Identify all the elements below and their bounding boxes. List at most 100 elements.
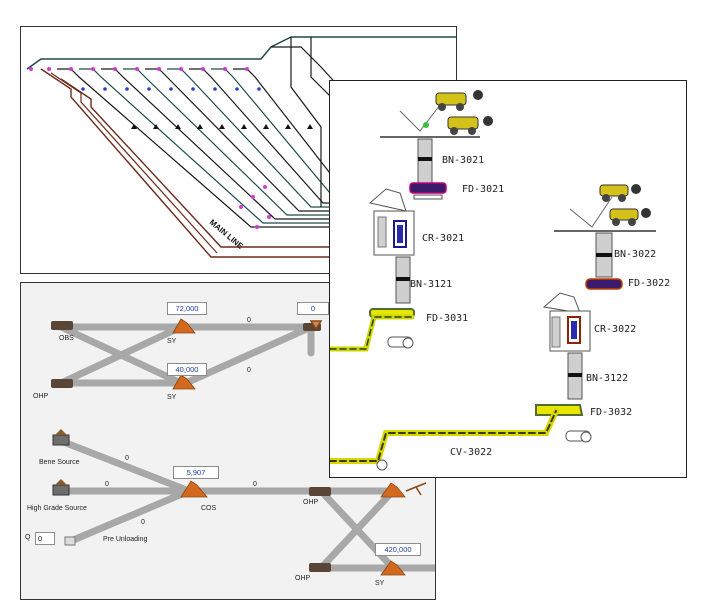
node-label-sy-bottom: SY	[375, 580, 385, 587]
rail-signal-marker	[131, 124, 137, 129]
rail-node-magenta	[239, 205, 243, 209]
chute-left	[399, 104, 441, 132]
value-box-sy-mid[interactable]: 40,000	[167, 363, 207, 376]
rail-signal-marker	[241, 124, 247, 129]
flow-value-3: 0	[125, 455, 129, 462]
q-input[interactable]: 0	[35, 532, 55, 545]
label-fd-3022: FD-3022	[628, 278, 671, 289]
rail-node-magenta	[157, 67, 161, 71]
rail-node-blue	[103, 87, 107, 91]
label-fd-3032: FD-3032	[590, 407, 633, 418]
label-fd-3031: FD-3031	[426, 313, 469, 324]
ore-pile-sy-mid	[172, 374, 196, 390]
value-box-sy-bottom[interactable]: 420,000	[375, 543, 421, 556]
rail-node-blue	[81, 87, 85, 91]
cart-pre-unloading	[64, 536, 76, 546]
value-box-right-top[interactable]: 0	[297, 302, 329, 315]
flow-ore-piles	[172, 318, 406, 576]
label-fd-3021: FD-3021	[462, 184, 505, 195]
flow-value-2: 0	[247, 367, 251, 374]
rail-signal-marker	[219, 124, 225, 129]
rail-signal-marker	[307, 124, 313, 129]
rail-track-brown-2	[60, 78, 351, 248]
feeder-fd-3032	[535, 404, 584, 416]
label-bn-3022: BN-3022	[614, 249, 657, 260]
rail-node-blue	[125, 87, 129, 91]
node-label-pre-unloading: Pre Unloading	[103, 536, 148, 543]
rail-node-blue	[213, 87, 217, 91]
flow-line-bene-cos	[57, 437, 193, 495]
rail-node-blue	[169, 87, 173, 91]
flow-hoppers	[51, 321, 331, 572]
rail-node-blue	[191, 87, 195, 91]
cart-high-grade	[52, 484, 70, 496]
rail-signal-marker	[285, 124, 291, 129]
ore-pile-cos	[180, 480, 208, 498]
node-label-bene-source: Bene Source	[39, 459, 80, 466]
hopper-ohp	[51, 379, 73, 388]
hopper-ohp-mid	[309, 487, 331, 496]
flow-value-1: 0	[247, 317, 251, 324]
status-dot-green	[423, 122, 429, 128]
rail-track-top	[26, 36, 456, 70]
rail-node-magenta	[267, 215, 271, 219]
value-box-sy-top[interactable]: 72,000	[167, 302, 207, 315]
rail-node-blue	[257, 87, 261, 91]
rail-signal-marker	[197, 124, 203, 129]
rail-node-magenta	[29, 67, 33, 71]
label-cr-3021: CR-3021	[422, 233, 465, 244]
label-cr-3022: CR-3022	[594, 324, 637, 335]
stacker-right	[405, 482, 427, 496]
mine-equipment-diagram	[330, 90, 656, 471]
flow-line-pre-cos	[67, 487, 193, 545]
rail-node-blue	[235, 87, 239, 91]
rail-node-magenta	[263, 185, 267, 189]
rail-signal-marker	[175, 124, 181, 129]
label-bn-3122: BN-3122	[586, 373, 629, 384]
rail-track-right-1	[290, 37, 322, 207]
rail-fan-track	[57, 68, 456, 228]
label-bn-3021: BN-3021	[442, 155, 485, 166]
cart-bene	[52, 434, 70, 446]
chute-right	[569, 196, 613, 228]
label-cv-3022: CV-3022	[450, 447, 493, 458]
tail-pulley	[376, 459, 388, 471]
rail-node-magenta	[135, 67, 139, 71]
rail-node-magenta	[179, 67, 183, 71]
rail-node-blue	[147, 87, 151, 91]
rail-node-magenta	[91, 67, 95, 71]
truck-3	[599, 184, 641, 202]
rail-track-brown-1	[40, 68, 351, 258]
value-box-cos[interactable]: 5,907	[173, 466, 219, 479]
rail-signal-marker	[263, 124, 269, 129]
flow-stackers	[309, 320, 427, 496]
ore-pile-ohp-right	[380, 482, 406, 498]
rail-node-magenta	[255, 225, 259, 229]
node-label-sy-top: SY	[167, 338, 177, 345]
q-label: Q	[25, 534, 31, 541]
node-label-obs: OBS	[59, 335, 74, 342]
haul-trucks	[423, 90, 651, 226]
main-line-label: MAIN LINE	[208, 218, 246, 252]
node-label-cos: COS	[201, 505, 217, 512]
crusher-arm-left	[368, 188, 407, 212]
flow-source-carts	[52, 429, 76, 546]
rail-fan-track	[79, 68, 456, 224]
hopper-ohp-bottom	[309, 563, 331, 572]
rail-node-markers	[29, 67, 313, 229]
rail-node-magenta	[223, 67, 227, 71]
flow-line-ohp-sy	[57, 323, 185, 387]
conveyor-cv-3022	[330, 314, 559, 464]
rail-node-magenta	[201, 67, 205, 71]
feeder-fd-3021	[409, 182, 447, 194]
rail-node-magenta	[245, 67, 249, 71]
flow-value-4: 0	[105, 481, 109, 488]
node-label-high-grade-source: High Grade Source	[27, 505, 87, 512]
feeder-fd-3022	[585, 278, 623, 290]
truck-2	[447, 116, 493, 135]
flow-value-6: 0	[253, 481, 257, 488]
mine-equipment-panel: BN-3021 FD-3021 CR-3021 BN-3121 FD-3031 …	[329, 80, 687, 478]
rail-track-brown-3	[50, 72, 218, 254]
crusher-arm-right	[542, 292, 581, 314]
rail-node-magenta	[251, 195, 255, 199]
